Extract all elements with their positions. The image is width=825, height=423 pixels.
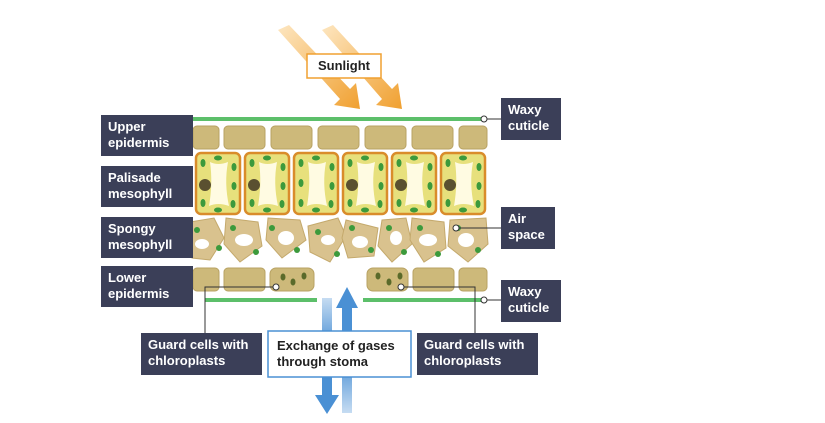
lower-epidermis-cells	[192, 267, 488, 292]
sunlight-label-box	[306, 53, 382, 79]
lower-cuticle-right	[363, 298, 483, 302]
guard-cells	[269, 267, 409, 292]
palisade-cells	[194, 151, 487, 216]
sunlight-label: Sunlight	[318, 58, 370, 73]
spongy-air-gaps	[195, 231, 474, 249]
waxy-cuticle-bottom-label: Waxy cuticle	[501, 280, 561, 322]
air-space-label: Air space	[501, 207, 555, 249]
palisade-mesophyll-label: Palisade mesophyll	[101, 166, 193, 207]
leader-endpoints	[272, 115, 488, 304]
guard-cells-right-label: Guard cells with chloroplasts	[417, 333, 538, 375]
lower-cuticle-left	[205, 298, 317, 302]
waxy-cuticle-top-label: Waxy cuticle	[501, 98, 561, 140]
upper-epidermis-cells	[192, 125, 488, 150]
guard-cells-left-label: Guard cells with chloroplasts	[141, 333, 262, 375]
gas-exchange-label: Exchange of gases through stoma	[277, 338, 395, 369]
upper-cuticle	[192, 117, 484, 121]
upper-epidermis-label: Upper epidermis	[101, 115, 193, 156]
spongy-mesophyll-label: Spongy mesophyll	[101, 217, 193, 258]
gas-exchange-label-box	[267, 330, 412, 378]
lower-epidermis-label: Lower epidermis	[101, 266, 193, 307]
